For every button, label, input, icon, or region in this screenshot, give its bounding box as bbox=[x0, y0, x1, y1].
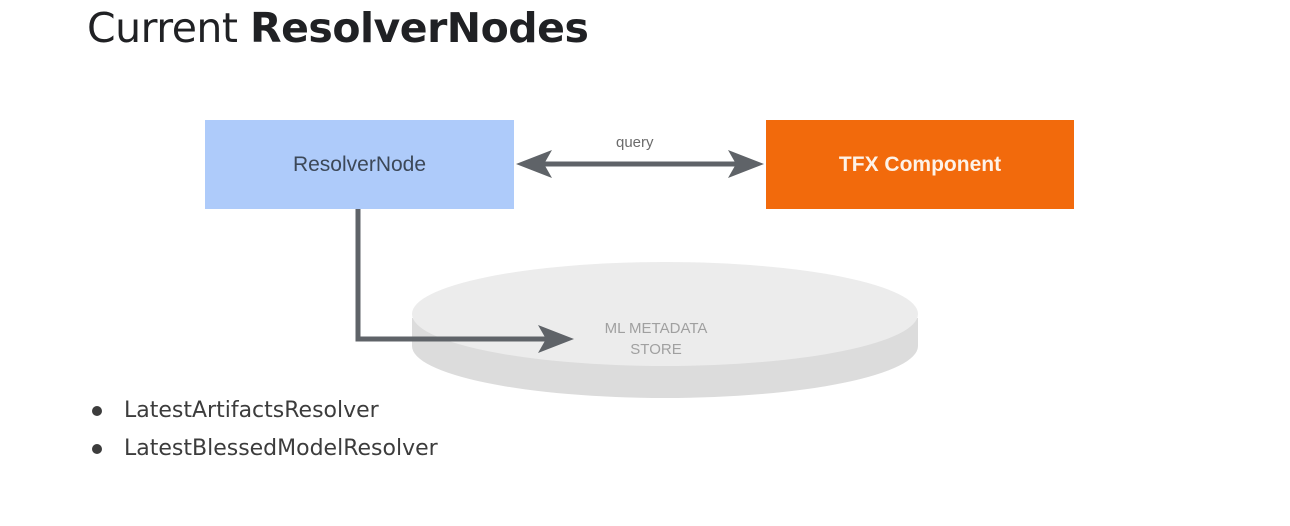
bullet-dot-icon bbox=[92, 444, 102, 454]
metadata-store-label: ML METADATA STORE bbox=[556, 318, 756, 360]
resolver-node-label: ResolverNode bbox=[292, 152, 427, 176]
title-prefix: Current bbox=[87, 4, 238, 52]
store-arrow bbox=[355, 209, 574, 353]
tfx-component-box: TFX Component bbox=[766, 120, 1074, 209]
tfx-component-label: TFX Component bbox=[838, 152, 1002, 176]
resolver-bullet-list: LatestArtifactsResolver LatestBlessedMod… bbox=[92, 392, 438, 468]
title-emphasis: ResolverNodes bbox=[250, 4, 589, 52]
metadata-store-line1: ML METADATA bbox=[604, 320, 708, 337]
bullet-item: LatestBlessedModelResolver bbox=[92, 430, 438, 468]
resolver-node-box: ResolverNode bbox=[205, 120, 514, 209]
bullet-text: LatestBlessedModelResolver bbox=[124, 436, 438, 461]
bullet-text: LatestArtifactsResolver bbox=[124, 398, 379, 423]
bullet-dot-icon bbox=[92, 406, 102, 416]
bullet-item: LatestArtifactsResolver bbox=[92, 392, 438, 430]
metadata-store-line2: STORE bbox=[630, 341, 682, 358]
query-label: query bbox=[616, 134, 654, 151]
query-arrow bbox=[516, 150, 764, 178]
slide-title: Current ResolverNodes bbox=[87, 2, 589, 54]
